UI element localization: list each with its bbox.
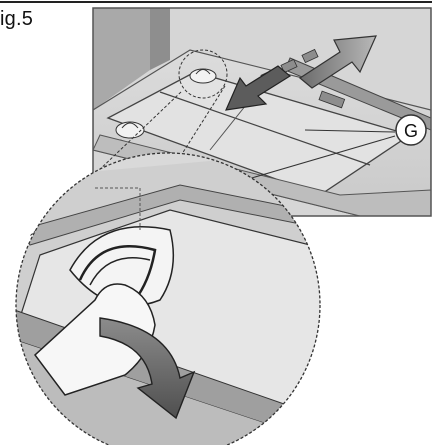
figure-label: ig.5 bbox=[0, 8, 34, 30]
zoom-detail-view bbox=[15, 152, 321, 445]
finger-shape bbox=[33, 283, 156, 396]
zoom-circle-border bbox=[15, 152, 321, 445]
callout-leader-line bbox=[304, 129, 396, 133]
callout-g: G bbox=[395, 114, 427, 146]
zoom-connector-line bbox=[174, 85, 226, 166]
hood-overview-view bbox=[93, 8, 431, 216]
pull-down-arrow-icon bbox=[99, 317, 196, 420]
slide-out-arrow-icon bbox=[298, 35, 377, 89]
callout-leader-line bbox=[237, 135, 396, 183]
callout-g-letter: G bbox=[404, 121, 418, 141]
push-in-arrow-icon bbox=[225, 65, 292, 111]
detail-marker-circle bbox=[178, 49, 228, 99]
